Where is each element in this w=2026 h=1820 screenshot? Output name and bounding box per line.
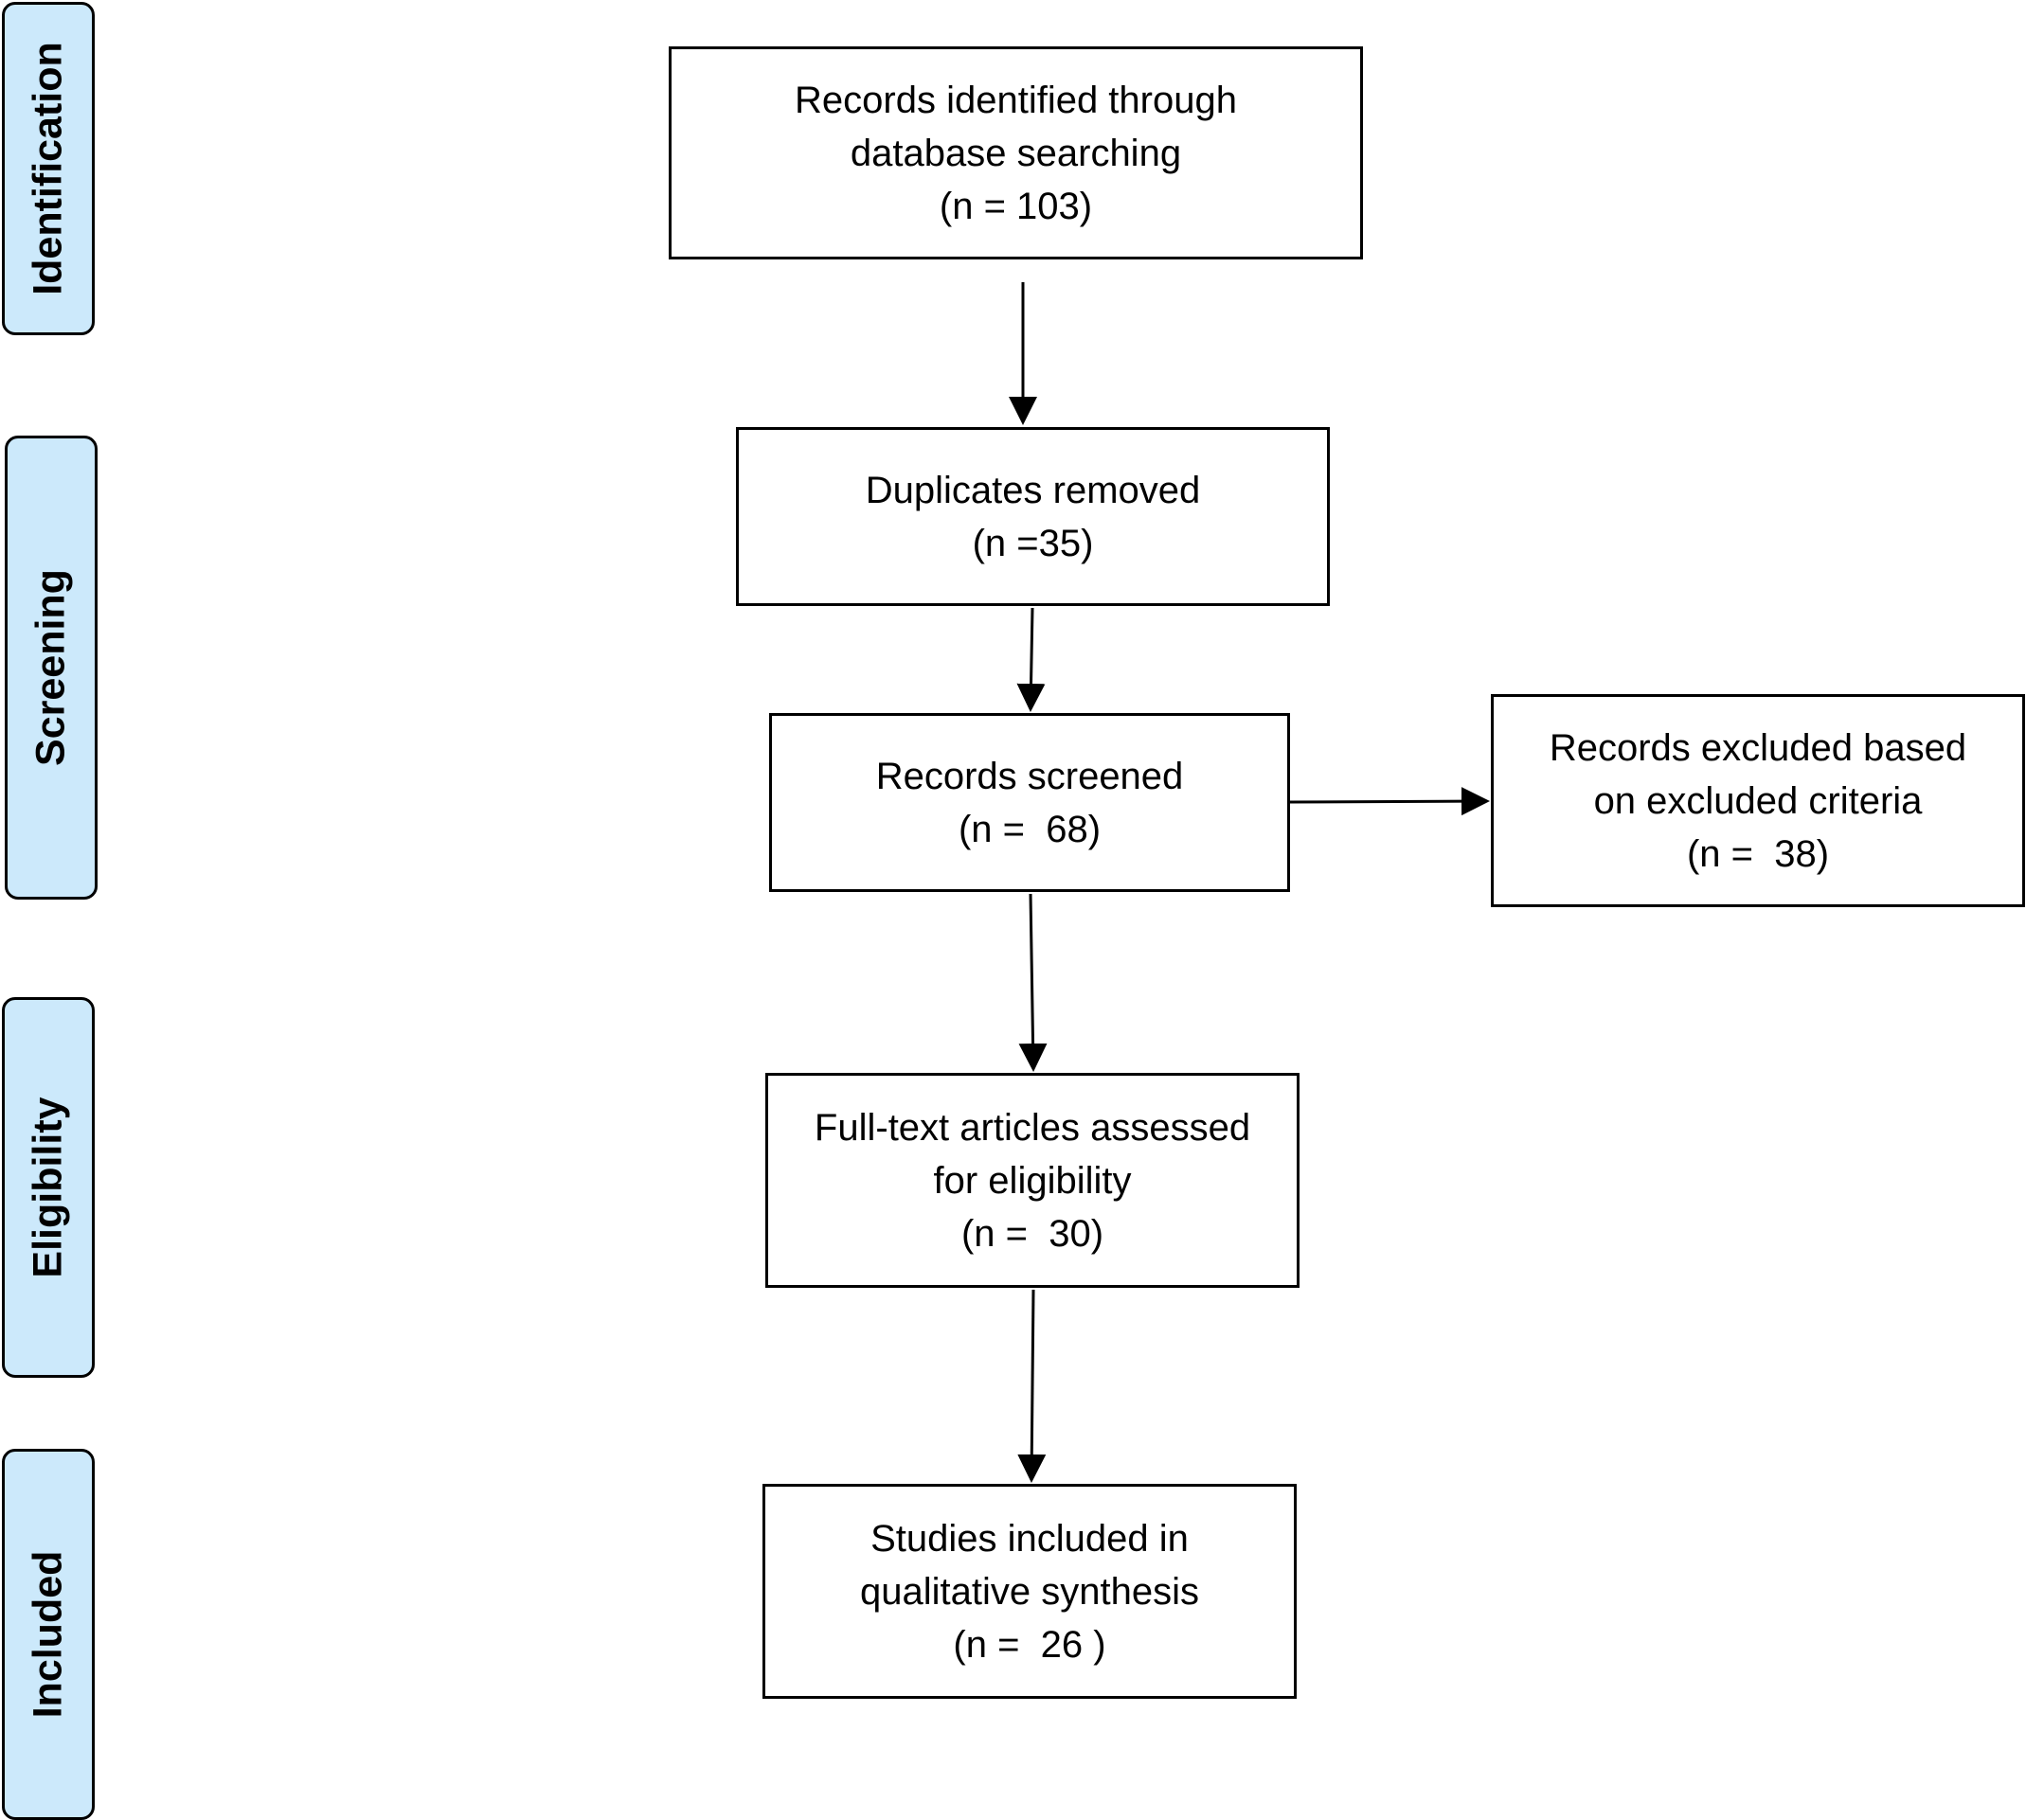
records-screened-count: (n = 68) [958, 808, 1102, 850]
full-text-assessed-count: (n = 30) [960, 1212, 1104, 1255]
studies-included-count: (n = 26 ) [953, 1623, 1106, 1666]
full-text-assessed-line-2: for eligibility [933, 1159, 1132, 1202]
duplicates-removed-count: (n =35) [972, 522, 1094, 564]
records-excluded-box: Records excluded based on excluded crite… [1491, 694, 2025, 907]
records-screened-box: Records screened (n = 68) [769, 713, 1290, 892]
arrow-fulltext-to-included [1017, 1289, 1047, 1483]
records-identified-count: (n = 103) [939, 185, 1093, 227]
records-identified-box: Records identified through database sear… [669, 46, 1363, 259]
full-text-assessed-box: Full-text articles assessed for eligibil… [765, 1073, 1300, 1288]
stage-included: Included [2, 1449, 95, 1820]
arrow-duplicates-to-screened [1016, 607, 1046, 712]
records-excluded-count: (n = 38) [1686, 832, 1830, 875]
arrow-screened-to-excluded [1289, 787, 1490, 816]
records-excluded-line-2: on excluded criteria [1593, 779, 1923, 822]
arrow-screened-to-fulltext [1018, 893, 1048, 1072]
duplicates-removed-line-1: Duplicates removed [865, 469, 1201, 511]
studies-included-box: Studies included in qualitative synthesi… [762, 1484, 1297, 1699]
full-text-assessed-line-1: Full-text articles assessed [814, 1106, 1251, 1149]
records-screened-line-1: Records screened [875, 755, 1184, 797]
records-excluded-line-1: Records excluded based [1549, 726, 1967, 769]
stage-eligibility: Eligibility [2, 997, 95, 1378]
stage-screening: Screening [5, 436, 98, 900]
studies-included-line-2: qualitative synthesis [860, 1570, 1199, 1613]
studies-included-line-1: Studies included in [870, 1517, 1189, 1560]
records-identified-line-1: Records identified through [795, 79, 1237, 121]
duplicates-removed-box: Duplicates removed (n =35) [736, 427, 1330, 606]
records-identified-line-2: database searching [850, 132, 1182, 174]
stage-identification: Identification [2, 2, 95, 335]
